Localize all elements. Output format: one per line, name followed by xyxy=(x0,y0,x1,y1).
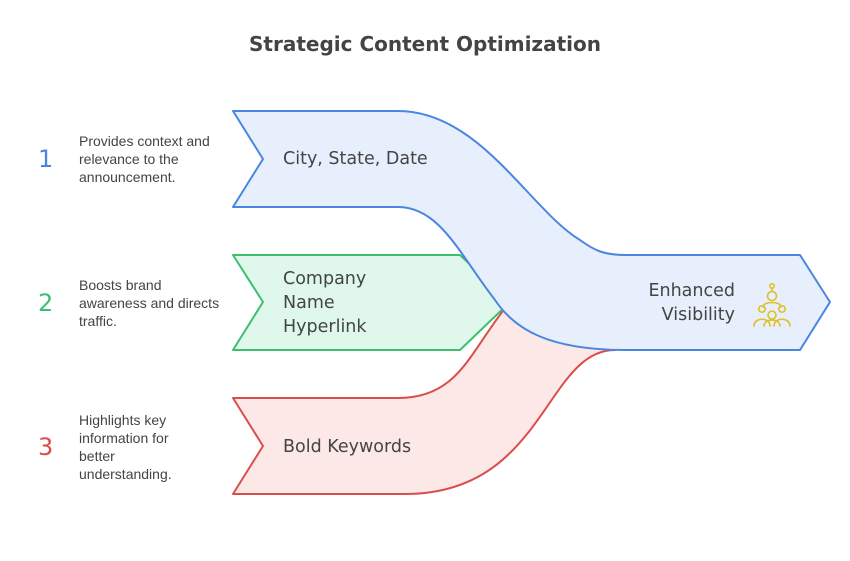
step-description-2: Boosts brand awareness and directs traff… xyxy=(79,277,220,329)
page-title: Strategic Content Optimization xyxy=(249,32,601,56)
outcome-label: Enhanced Visibility xyxy=(648,281,735,325)
ribbon-bold-keywords xyxy=(232,301,616,495)
step-label-1: City, State, Date xyxy=(283,149,428,169)
step-description-1: Provides context and relevance to the an… xyxy=(79,133,210,185)
ribbon-city-state-date xyxy=(232,110,831,351)
step-label-3: Bold Keywords xyxy=(283,437,412,457)
step-number-2: 2 xyxy=(38,289,54,317)
step-number-1: 1 xyxy=(38,145,54,173)
team-icon xyxy=(753,282,791,327)
ribbon-company-name xyxy=(232,254,511,351)
step-description-3: Highlights key information for better un… xyxy=(79,412,172,482)
step-label-2: Company Name Hyperlink xyxy=(283,269,367,337)
step-number-3: 3 xyxy=(38,433,54,461)
